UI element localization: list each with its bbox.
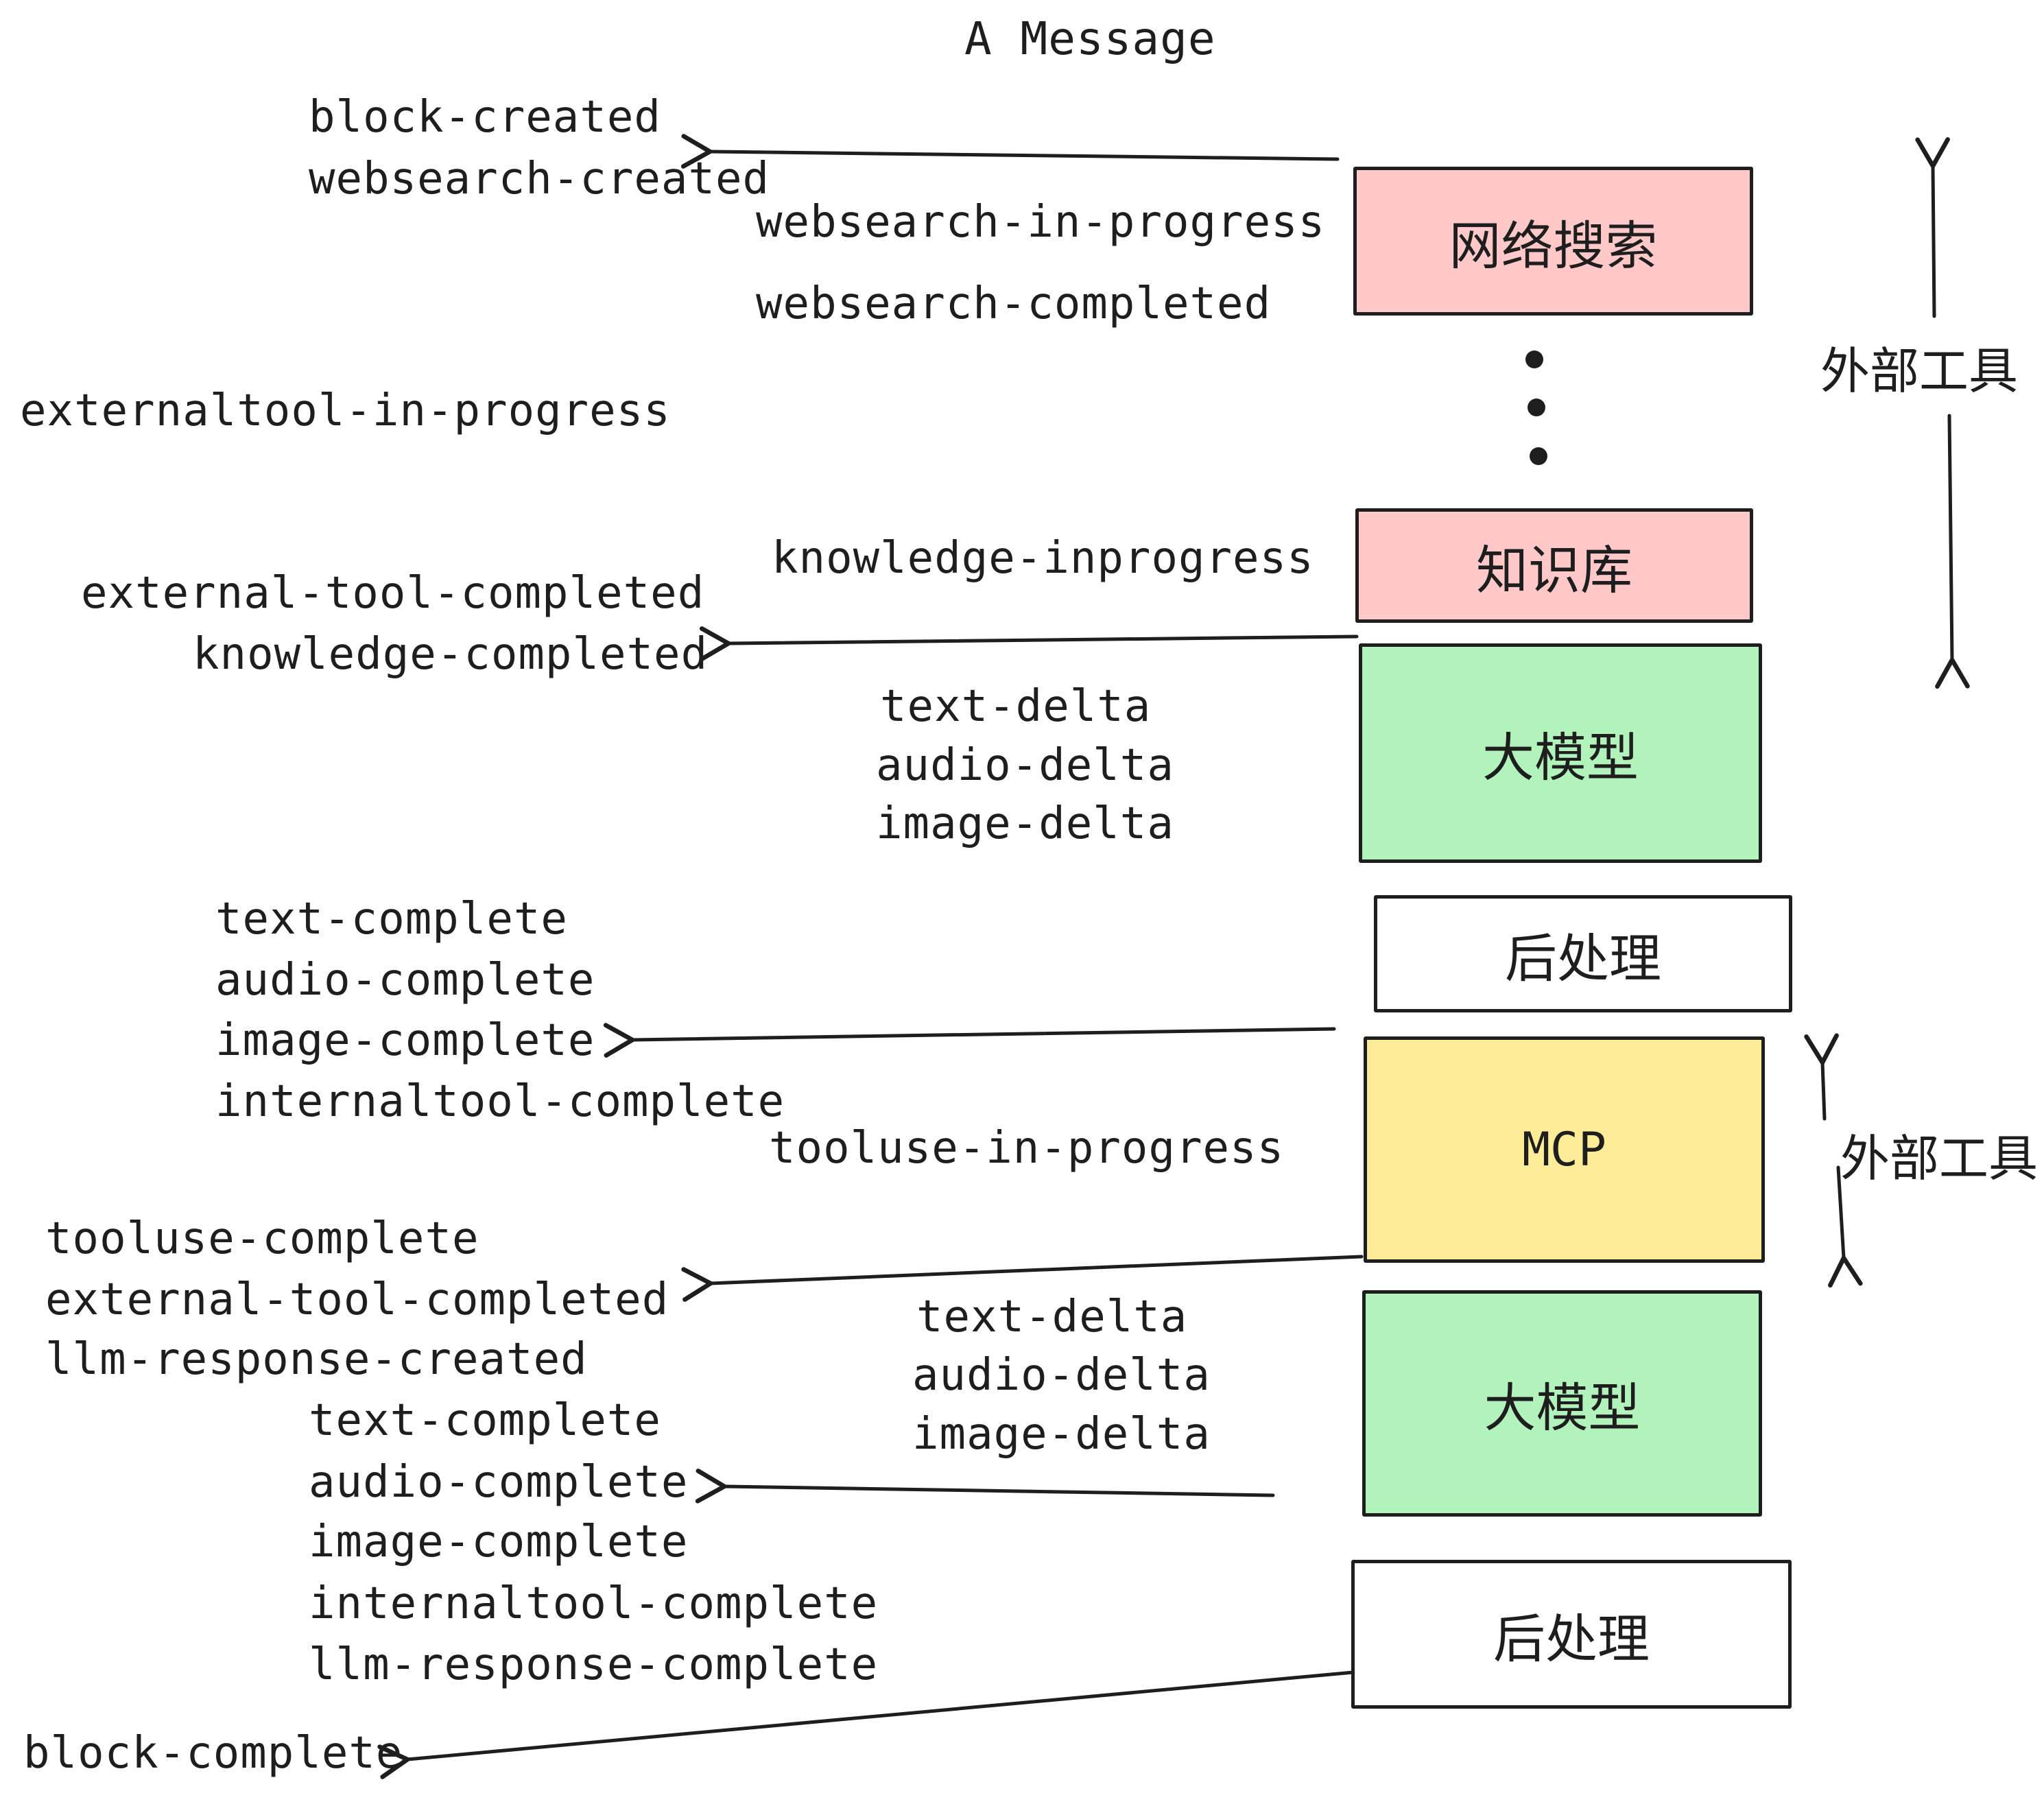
event-image-complete-2: image-complete	[309, 1517, 689, 1567]
arrow-to-block-created	[680, 134, 1340, 169]
knowledge-base-box: 知识库	[1355, 508, 1753, 623]
postprocess-box-1: 后处理	[1374, 895, 1792, 1012]
event-audio-complete-2: audio-complete	[309, 1457, 689, 1508]
event-external-tool-completed: external-tool-completed	[81, 568, 705, 619]
event-externaltool-in-progress: externaltool-in-progress	[20, 385, 671, 436]
event-image-delta-1: image-delta	[876, 798, 1174, 849]
event-image-complete-1: image-complete	[215, 1015, 595, 1066]
event-audio-complete-1: audio-complete	[215, 955, 595, 1006]
event-external-tool-completed-2: external-tool-completed	[45, 1274, 669, 1325]
event-text-delta-1: text-delta	[880, 681, 1152, 732]
event-knowledge-inprogress: knowledge-inprogress	[772, 533, 1314, 584]
event-websearch-completed: websearch-completed	[756, 278, 1272, 329]
arrow-to-audio-complete	[695, 1469, 1275, 1504]
vertical-ellipsis-icon	[1525, 351, 1547, 465]
external-tools-up-arrow	[1915, 137, 1950, 318]
external-tools-label-top: 外部工具	[1820, 344, 2019, 399]
event-internaltool-complete-1: internaltool-complete	[215, 1076, 785, 1127]
diagram-title: A Message	[964, 12, 1216, 65]
websearch-box-label: 网络搜索	[1449, 217, 1658, 276]
llm-box-1-label: 大模型	[1482, 729, 1639, 787]
event-knowledge-completed: knowledge-completed	[193, 629, 709, 680]
event-llm-response-created: llm-response-created	[45, 1334, 588, 1385]
postprocess-box-2: 后处理	[1351, 1560, 1792, 1709]
mcp-external-tools-up-arrow	[1804, 1033, 1839, 1121]
event-audio-delta-1: audio-delta	[876, 740, 1174, 791]
event-internaltool-complete-2: internaltool-complete	[309, 1578, 879, 1629]
websearch-box: 网络搜索	[1353, 167, 1753, 316]
llm-box-2-label: 大模型	[1484, 1379, 1641, 1438]
mcp-box-label: MCP	[1522, 1122, 1606, 1177]
arrow-to-image-complete	[603, 1023, 1336, 1058]
arrow-to-tooluse-complete	[681, 1255, 1364, 1302]
arrow-to-knowledge-completed	[699, 626, 1359, 661]
event-llm-response-complete: llm-response-complete	[309, 1639, 879, 1690]
event-websearch-created: websearch-created	[309, 154, 770, 204]
event-audio-delta-2: audio-delta	[912, 1350, 1211, 1401]
event-websearch-in-progress: websearch-in-progress	[756, 197, 1326, 248]
event-image-delta-2: image-delta	[912, 1409, 1211, 1460]
postprocess-box-2-label: 后处理	[1493, 1610, 1650, 1669]
llm-box-1: 大模型	[1359, 643, 1762, 863]
event-block-created: block-created	[309, 92, 661, 143]
event-text-delta-2: text-delta	[916, 1292, 1188, 1342]
external-tools-down-arrow	[1935, 414, 1970, 689]
llm-box-2: 大模型	[1362, 1290, 1762, 1517]
knowledge-base-box-label: 知识库	[1476, 541, 1632, 600]
event-tooluse-complete: tooluse-complete	[45, 1213, 479, 1264]
event-text-complete-2: text-complete	[309, 1395, 661, 1446]
mcp-box: MCP	[1364, 1036, 1765, 1263]
postprocess-box-1-label: 后处理	[1505, 929, 1661, 988]
event-text-complete-1: text-complete	[215, 894, 568, 945]
event-tooluse-in-progress: tooluse-in-progress	[769, 1123, 1285, 1174]
event-block-complete: block-complete	[23, 1728, 403, 1779]
external-tools-label-mcp: 外部工具	[1840, 1132, 2039, 1187]
